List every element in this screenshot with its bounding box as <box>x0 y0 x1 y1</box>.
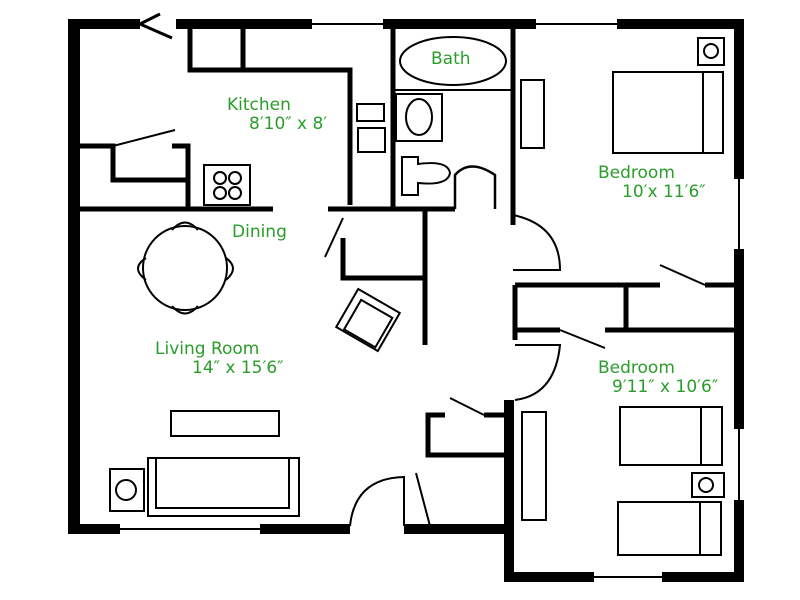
thin-lines <box>120 12 740 578</box>
living-room-dims: 14″ x 15′6″ <box>192 358 284 378</box>
bedroom2-label: Bedroom <box>598 358 675 378</box>
doors <box>112 129 706 527</box>
fixtures <box>109 36 725 556</box>
bedroom1-dims: 10′x 11′6″ <box>622 182 706 202</box>
living-room-label: Living Room <box>155 339 260 359</box>
bedroom1-label: Bedroom <box>598 163 675 183</box>
kitchen-dims: 8′10″ x 8′ <box>249 114 328 134</box>
dining-label: Dining <box>232 222 287 242</box>
interior-walls <box>78 24 734 458</box>
bedroom2-dims: 9′11″ x 10′6″ <box>612 377 719 397</box>
bath-label: Bath <box>431 49 471 69</box>
walls <box>68 19 744 582</box>
kitchen-label: Kitchen <box>227 95 291 115</box>
